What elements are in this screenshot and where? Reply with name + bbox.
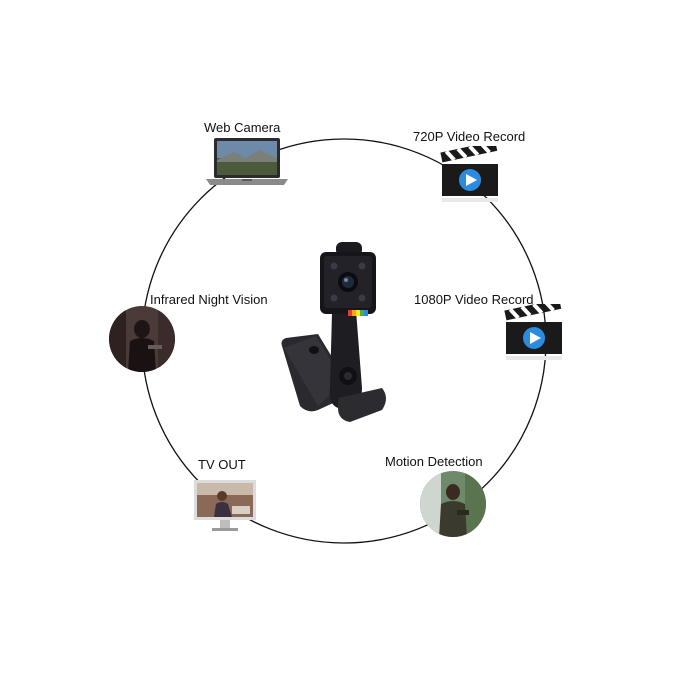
video-720-label: 720P Video Record xyxy=(413,129,526,144)
mini-camera-product xyxy=(278,238,394,428)
motion-detection-photo xyxy=(419,470,487,538)
clapperboard-1080-icon xyxy=(504,304,566,362)
monitor-icon xyxy=(192,478,258,534)
clapperboard-720-icon xyxy=(440,146,502,204)
tv-out-label: TV OUT xyxy=(198,457,246,472)
web-camera-label: Web Camera xyxy=(204,120,281,135)
video-1080-label: 1080P Video Record xyxy=(414,292,534,307)
night-vision-photo xyxy=(108,305,176,373)
infrared-label: Infrared Night Vision xyxy=(150,292,268,307)
laptop-icon xyxy=(204,136,290,188)
motion-label: Motion Detection xyxy=(385,454,483,469)
